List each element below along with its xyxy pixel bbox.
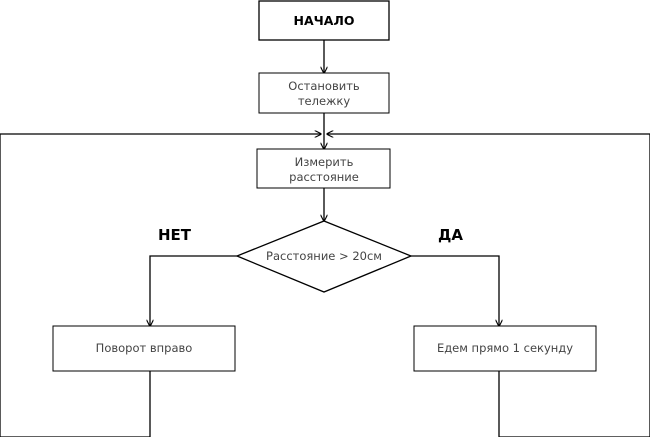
- go-straight-node: Едем прямо 1 секунду: [413, 325, 597, 372]
- start-node: НАЧАЛО: [258, 0, 390, 41]
- loop-back-left: [0, 134, 321, 437]
- stop-cart-label-line1: Остановить: [288, 79, 360, 93]
- arrow-no-branch: [150, 255, 237, 326]
- branch-label-no: НЕТ: [158, 226, 192, 244]
- turn-right-node: Поворот вправо: [52, 325, 236, 372]
- measure-label-line1: Измерить: [295, 155, 354, 169]
- stop-cart-node: Остановить тележку: [258, 72, 390, 114]
- turn-right-label: Поворот вправо: [96, 341, 193, 355]
- start-node-label: НАЧАЛО: [294, 13, 355, 28]
- decision-label: Расстояние > 20см: [266, 249, 382, 263]
- branch-label-yes: ДА: [438, 226, 463, 244]
- go-straight-label: Едем прямо 1 секунду: [437, 341, 573, 355]
- stop-cart-label-line2: тележку: [298, 94, 351, 108]
- loop-back-right: [327, 134, 650, 437]
- arrow-yes-branch: [411, 255, 499, 326]
- decision-node: Расстояние > 20см: [235, 220, 413, 293]
- measure-node: Измерить расстояние: [256, 148, 391, 189]
- measure-label-line2: расстояние: [289, 170, 359, 184]
